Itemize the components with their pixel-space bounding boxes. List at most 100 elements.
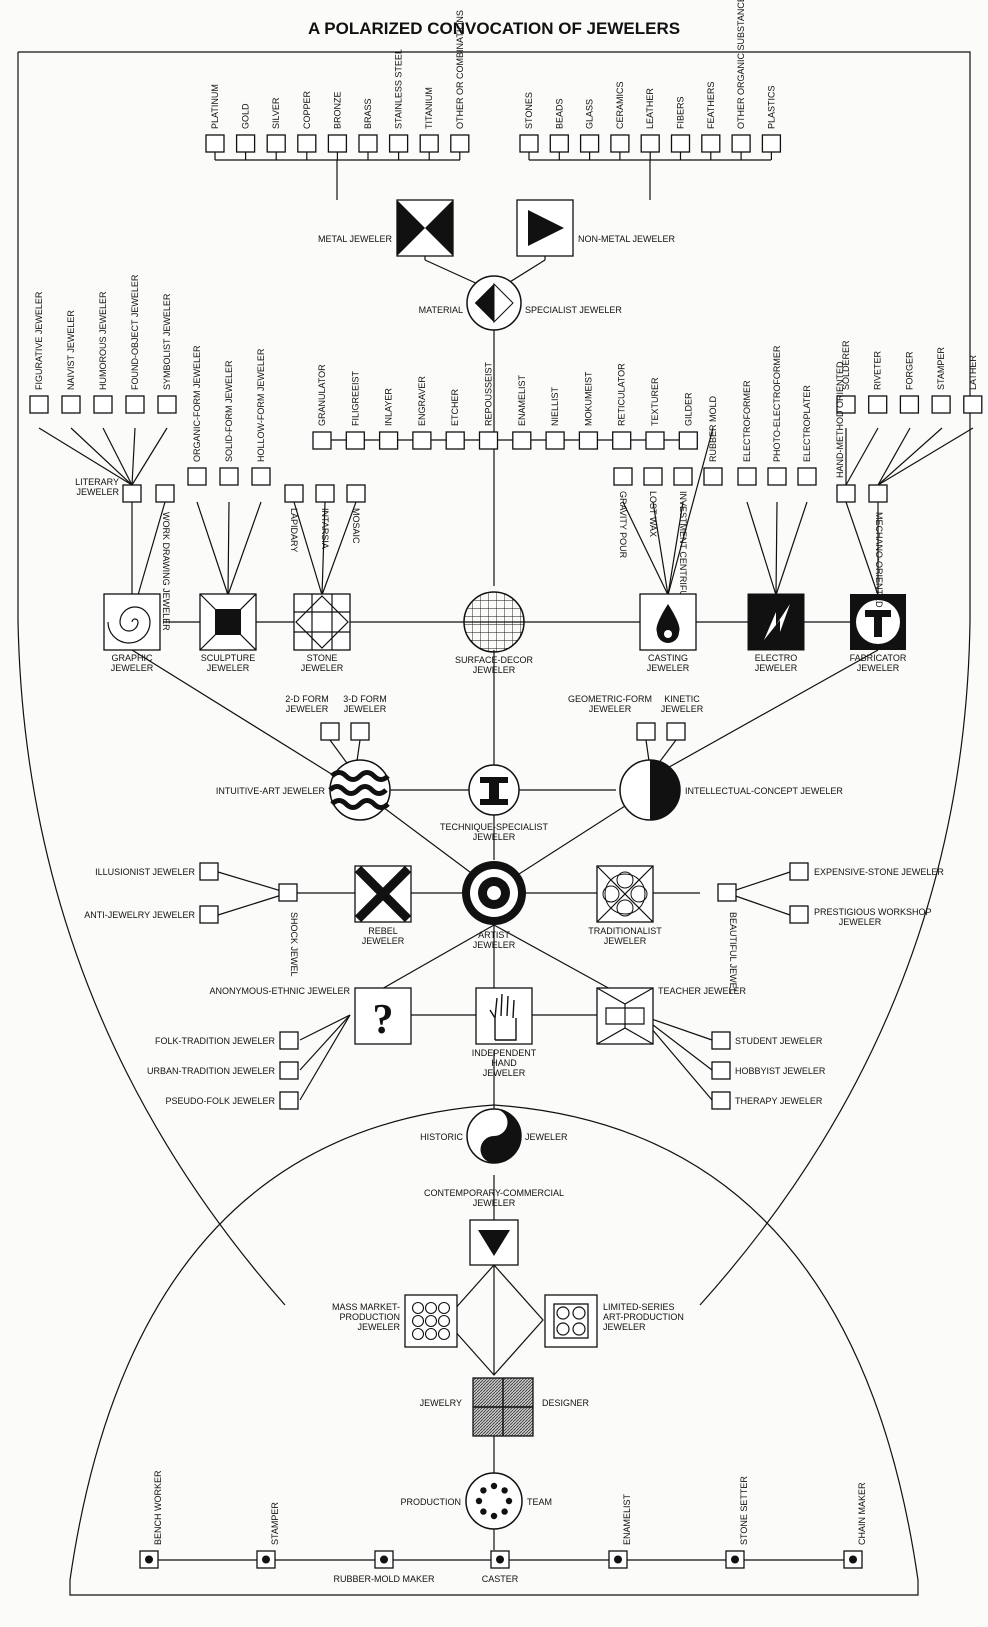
pseudo-label: PSEUDO-FOLK JEWELER xyxy=(165,1096,275,1106)
intarsia-label: INTARSIA xyxy=(320,508,330,549)
gravity-pour-label: GRAVITY POUR xyxy=(618,491,628,559)
intuitive-art-icon xyxy=(328,759,391,821)
granulator-box xyxy=(312,431,332,450)
leather-box xyxy=(640,134,660,153)
folk-label: FOLK-TRADITION JEWELER xyxy=(155,1036,276,1046)
literary-label-2: JEWELER xyxy=(76,487,119,497)
contemporary-commercial-icon xyxy=(469,1219,519,1266)
mosaic-label: MOSAIC xyxy=(351,508,361,544)
lapidary-box xyxy=(284,484,304,503)
casting-jeweler-icon xyxy=(639,593,697,651)
team-label: TEAM xyxy=(527,1497,552,1507)
symbolist-jeweler-box xyxy=(157,395,177,414)
student-label: STUDENT JEWELER xyxy=(735,1036,823,1046)
silver-label: SILVER xyxy=(271,97,281,129)
inlayer-label: INLAYER xyxy=(384,388,394,426)
mass-market-circle xyxy=(424,1314,438,1328)
stone-label-2: JEWELER xyxy=(301,663,344,673)
chain-maker-dot xyxy=(849,1555,857,1564)
plastics-label: PLASTICS xyxy=(766,85,776,129)
diagram-title: A POLARIZED CONVOCATION OF JEWELERS xyxy=(308,19,680,38)
specialist-jeweler-label: SPECIALIST JEWELER xyxy=(525,305,622,315)
other-organic-substances-box xyxy=(731,134,751,153)
urban-label: URBAN-TRADITION JEWELER xyxy=(147,1066,276,1076)
found-object-jeweler-box xyxy=(125,395,145,414)
texturer-label: TEXTURER xyxy=(650,377,660,426)
feathers-label: FEATHERS xyxy=(706,82,716,129)
geometric-box xyxy=(636,722,656,741)
kinetic-label: KINETIC xyxy=(664,694,700,704)
production-team-dots xyxy=(475,1482,513,1520)
solid-form-jeweler-box xyxy=(219,467,239,486)
contemporary-label: CONTEMPORARY-COMMERCIAL xyxy=(424,1188,564,1198)
forger-box xyxy=(899,395,920,414)
folk-box xyxy=(279,1031,299,1050)
form2d-box xyxy=(320,722,340,741)
fabricator-jeweler-icon xyxy=(850,594,906,650)
fibers-label: FIBERS xyxy=(676,96,686,129)
enamelist-label: ENAMELIST xyxy=(517,374,527,426)
limited-label: LIMITED-SERIES xyxy=(603,1302,675,1312)
copper-box xyxy=(297,134,317,153)
humorous-jeweler-label: HUMOROUS JEWELER xyxy=(98,291,108,390)
stamper-dot xyxy=(262,1555,270,1564)
therapy-label: THERAPY JEWELER xyxy=(735,1096,823,1106)
other-organic-substances-label: OTHER ORGANIC SUBSTANCES xyxy=(736,0,746,129)
sculpture-label-2: JEWELER xyxy=(207,663,250,673)
engraver-label: ENGRAVER xyxy=(417,376,427,426)
work-drawing-box xyxy=(155,484,175,503)
etcher-label: ETCHER xyxy=(450,388,460,426)
mechano-box xyxy=(868,484,888,503)
technique-specialist-icon xyxy=(468,764,520,816)
photo-electroformer-box xyxy=(767,467,787,486)
student-box xyxy=(711,1031,731,1050)
forger-label: FORGER xyxy=(904,351,914,390)
rebel-label: REBEL xyxy=(368,926,398,936)
mass-market-label-2: PRODUCTION xyxy=(340,1312,401,1322)
stainless-steel-label: STAINLESS STEEL xyxy=(394,49,404,129)
yin-yang-icon xyxy=(466,1108,522,1164)
enamelist-dot xyxy=(614,1555,622,1564)
beads-box xyxy=(549,134,569,153)
prestigious-label-2: JEWELER xyxy=(839,917,882,927)
team-dot xyxy=(480,1508,487,1515)
lather-box xyxy=(963,395,983,414)
independent-label-2: HAND xyxy=(491,1058,517,1068)
riveter-box xyxy=(868,395,888,414)
form3d-label-2: JEWELER xyxy=(344,704,387,714)
caster-dot xyxy=(496,1555,504,1564)
graphic-label-2: JEWELER xyxy=(111,663,154,673)
glass-box xyxy=(579,134,600,153)
engraver-box xyxy=(412,431,432,450)
beads-label: BEADS xyxy=(554,98,564,129)
intuitive-art-label: INTUITIVE-ART JEWELER xyxy=(216,786,326,796)
illusionist-label: ILLUSIONIST JEWELER xyxy=(95,867,195,877)
solderer-label: SOLDERER xyxy=(841,340,851,390)
lower-dome-outline xyxy=(69,1104,919,1596)
texturer-box xyxy=(645,431,665,450)
production-label: PRODUCTION xyxy=(401,1497,462,1507)
urban-box xyxy=(279,1061,299,1080)
fabricator-label: FABRICATOR xyxy=(850,653,907,663)
gilder-label: GILDER xyxy=(683,392,693,426)
artist-label-2: JEWELER xyxy=(473,940,516,950)
mokumeist-box xyxy=(578,431,599,450)
glass-label: GLASS xyxy=(585,99,595,129)
team-dot xyxy=(490,1512,498,1520)
work-drawing-label: WORK DRAWING JEWELER xyxy=(161,512,171,631)
mass-market-circle xyxy=(437,1314,451,1328)
organic-form-jeweler-label: ORGANIC-FORM JEWELER xyxy=(192,345,202,462)
casting-label: CASTING xyxy=(648,653,688,663)
geometric-label-2: JEWELER xyxy=(589,704,632,714)
mass-market-circle xyxy=(411,1301,425,1315)
mass-market-circle xyxy=(424,1327,438,1341)
team-dot xyxy=(501,1487,508,1494)
mass-market-label: MASS MARKET- xyxy=(332,1302,400,1312)
electroplater-label: ELECTROPLATER xyxy=(802,385,812,462)
stamper-label: STAMPER xyxy=(270,1502,280,1545)
titanium-box xyxy=(419,134,439,153)
